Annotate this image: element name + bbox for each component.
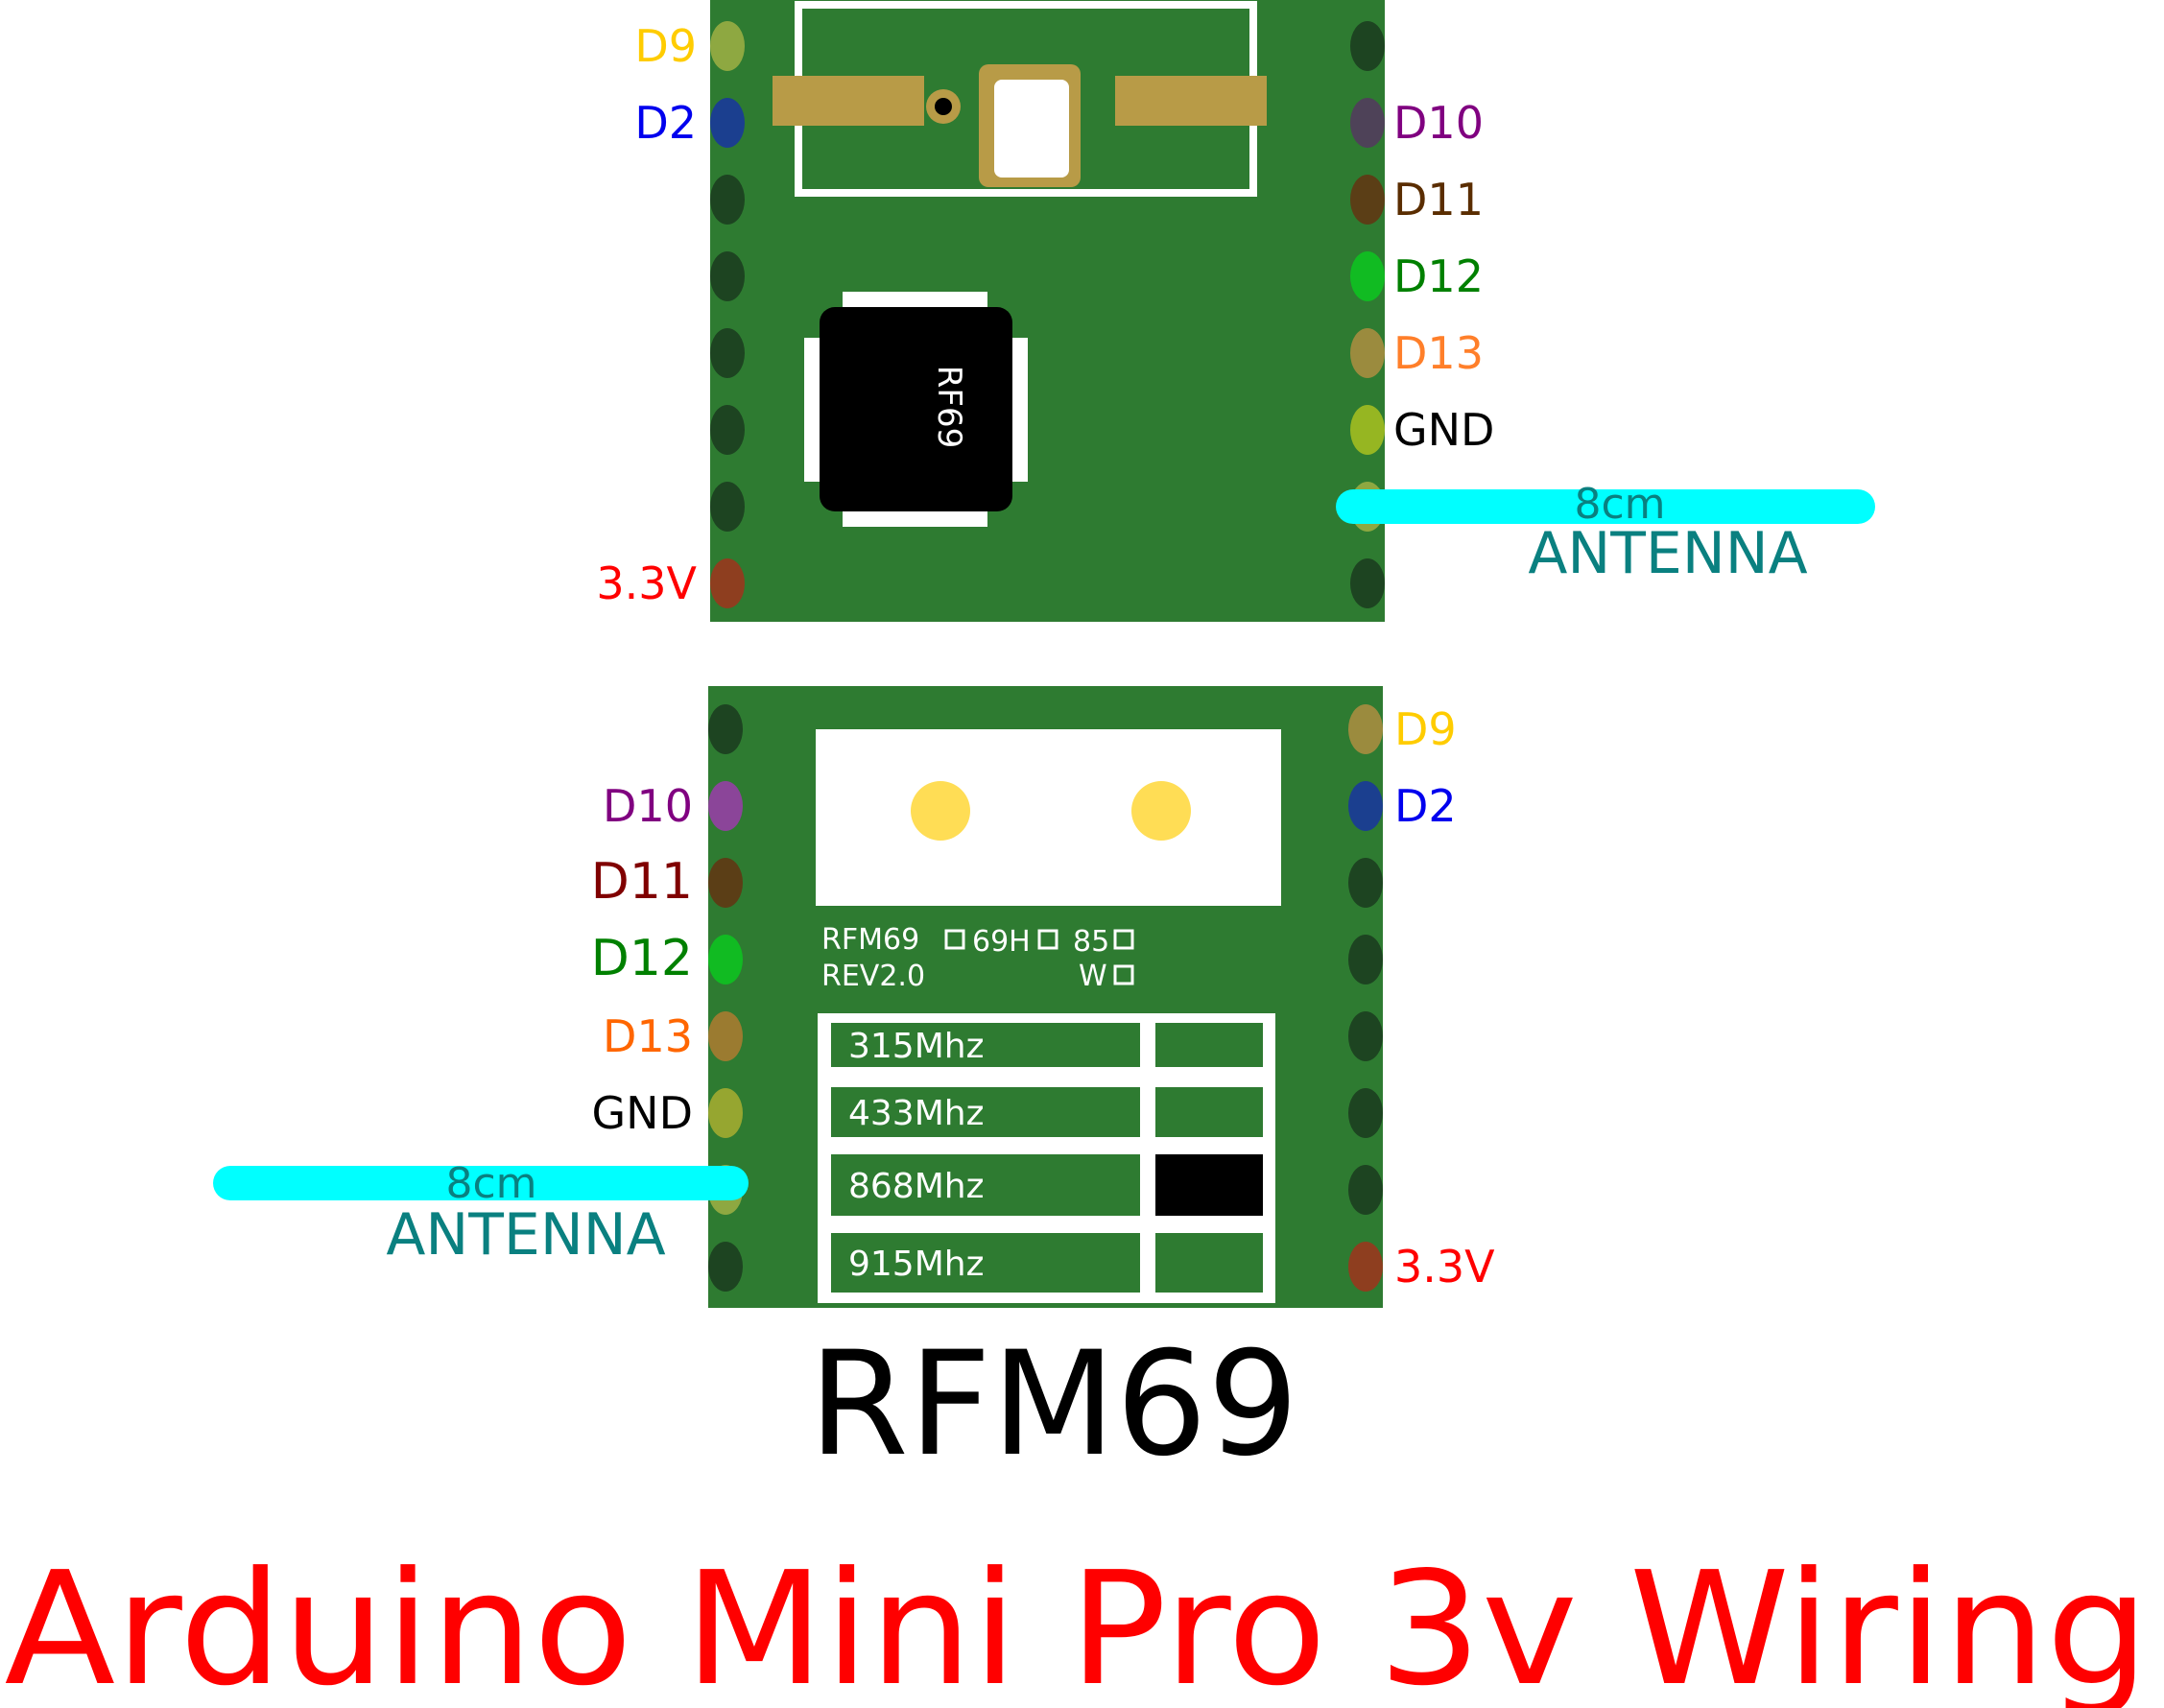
top-chip-leg-top: [843, 292, 987, 307]
top-left-pin-label-d9: D9: [634, 20, 697, 72]
frequency-cell-3: [831, 1154, 1140, 1216]
top-right-pad-8: [1350, 558, 1385, 608]
bottom-right-pad-8: [1348, 1242, 1383, 1292]
bottom-pad-dot-right: [1131, 781, 1191, 841]
top-left-pad-6: [710, 405, 745, 455]
top-gold-bar-right: [1115, 76, 1267, 126]
bottom-right-pad-5: [1348, 1011, 1383, 1061]
bottom-silk-model: RFM69: [821, 923, 919, 957]
bottom-right-pad-7: [1348, 1165, 1383, 1215]
frequency-label-868mhz: 868Mhz: [848, 1167, 985, 1206]
top-right-pad-3: [1350, 175, 1385, 225]
top-left-pad-7: [710, 482, 745, 532]
bottom-silk-box4: [1113, 964, 1134, 985]
bottom-right-pad-2: [1348, 781, 1383, 831]
bottom-left-pad-5: [708, 1011, 743, 1061]
bottom-right-pin-label-d2: D2: [1394, 780, 1457, 832]
bottom-pad-dot-left: [911, 781, 970, 841]
top-right-pin-label-d12: D12: [1393, 250, 1484, 302]
frequency-cell-4: [831, 1233, 1140, 1293]
frequency-box-4: [1155, 1233, 1263, 1293]
top-left-pad-4: [710, 251, 745, 301]
frequency-cell-1: [831, 1023, 1140, 1067]
top-gold-bar-left: [773, 76, 924, 126]
frequency-box-2: [1155, 1087, 1263, 1137]
bottom-silk-opt1: 69H: [972, 925, 1031, 959]
top-chip: [820, 307, 1012, 511]
top-chip-leg-left: [804, 338, 820, 482]
top-left-pin-label-d2: D2: [634, 97, 697, 149]
top-left-pin-label-3-3v: 3.3V: [596, 557, 697, 609]
top-chip-label: RF69: [930, 366, 968, 448]
bottom-antenna-label: ANTENNA: [386, 1201, 665, 1269]
top-left-pad-3: [710, 175, 745, 225]
top-left-pad-8: [710, 558, 745, 608]
top-right-pin-label-d10: D10: [1393, 97, 1484, 149]
bottom-left-pin-label-gnd: GND: [592, 1087, 693, 1139]
bottom-left-pad-3: [708, 858, 743, 908]
bottom-right-pin-label-3-3v: 3.3V: [1394, 1241, 1495, 1293]
bottom-antenna-length: 8cm: [445, 1159, 536, 1208]
bottom-left-pin-label-d13: D13: [603, 1010, 693, 1062]
frequency-rows: 315Mhz 433Mhz 868Mhz 915Mhz: [831, 1023, 1263, 1293]
frequency-cell-2: [831, 1087, 1140, 1137]
top-left-pad-2: [710, 98, 745, 148]
top-crystal-center: [994, 80, 1069, 178]
bottom-silk-box3: [1113, 929, 1134, 950]
bottom-left-pad-6: [708, 1088, 743, 1138]
diagram-title: RFM69: [809, 1321, 1299, 1488]
bottom-right-pad-6: [1348, 1088, 1383, 1138]
diagram-subtitle: Arduino Mini Pro 3v Wiring: [5, 1539, 2150, 1708]
bottom-right-pin-label-d9: D9: [1394, 703, 1457, 755]
bottom-right-pad-3: [1348, 858, 1383, 908]
frequency-label-915mhz: 915Mhz: [848, 1245, 985, 1284]
bottom-white-block: [816, 729, 1281, 906]
bottom-silk-box1: [944, 929, 965, 950]
bottom-left-pad-1: [708, 704, 743, 754]
bottom-right-pad-1: [1348, 704, 1383, 754]
top-antenna-length: 8cm: [1574, 480, 1665, 529]
top-right-pad-4: [1350, 251, 1385, 301]
top-right-pad-1: [1350, 21, 1385, 71]
frequency-box-1: [1155, 1023, 1263, 1067]
top-right-pin-label-d11: D11: [1393, 174, 1484, 225]
top-right-pad-2: [1350, 98, 1385, 148]
top-right-pad-6: [1350, 405, 1385, 455]
top-left-pad-5: [710, 328, 745, 378]
frequency-label-433mhz: 433Mhz: [848, 1094, 985, 1133]
bottom-silk-rev: REV2.0: [821, 960, 925, 993]
bottom-left-pin-label-d12: D12: [591, 930, 693, 987]
frequency-selected-box: [1155, 1154, 1263, 1216]
top-right-pad-5: [1350, 328, 1385, 378]
top-left-pad-1: [710, 21, 745, 71]
bottom-silk-opt3: W: [1079, 960, 1107, 993]
bottom-silk-box2: [1037, 929, 1058, 950]
bottom-left-pad-4: [708, 935, 743, 984]
frequency-label-315mhz: 315Mhz: [848, 1027, 985, 1066]
top-right-pin-label-gnd: GND: [1393, 404, 1494, 456]
bottom-left-pin-label-d11: D11: [591, 853, 693, 911]
top-antenna-label: ANTENNA: [1528, 520, 1807, 587]
bottom-left-pad-2: [708, 781, 743, 831]
top-chip-leg-right: [1012, 338, 1028, 482]
bottom-right-pad-4: [1348, 935, 1383, 984]
bottom-silk-opt2: 85: [1073, 925, 1109, 959]
top-right-pin-label-d13: D13: [1393, 327, 1484, 379]
top-via-hole: [935, 98, 952, 115]
bottom-left-pad-8: [708, 1242, 743, 1292]
bottom-left-pin-label-d10: D10: [603, 780, 693, 832]
top-chip-leg-bottom: [843, 511, 987, 527]
